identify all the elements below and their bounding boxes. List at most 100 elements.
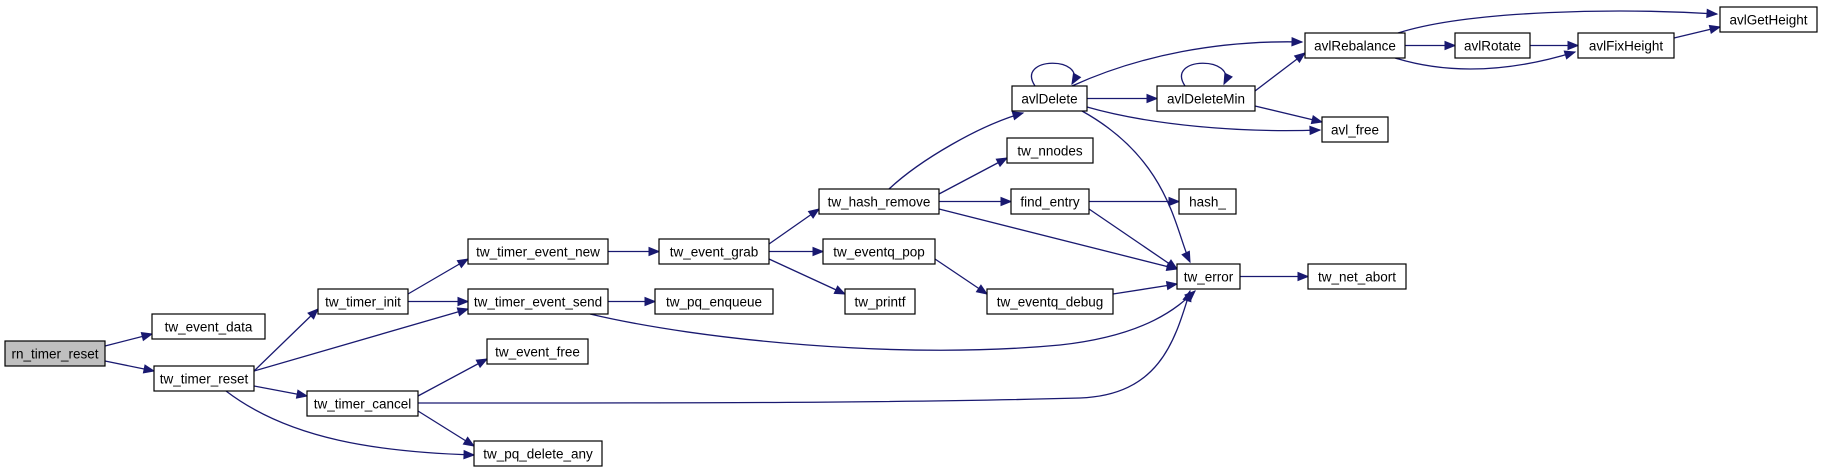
- node-tw_eventq_pop[interactable]: tw_eventq_pop: [822, 238, 936, 265]
- edge-tw_timer_event_new-to-tw_event_grab: [608, 246, 661, 257]
- node-box[interactable]: [818, 188, 940, 215]
- node-tw_eventq_debug[interactable]: tw_eventq_debug: [986, 288, 1114, 315]
- edge-tw_hash_remove-to-tw_error: [938, 208, 1179, 272]
- node-label[interactable]: avl_free: [1331, 123, 1379, 138]
- node-label[interactable]: tw_event_grab: [670, 245, 759, 260]
- node-label[interactable]: tw_nnodes: [1017, 144, 1083, 159]
- node-box[interactable]: [654, 288, 774, 315]
- node-label[interactable]: tw_timer_init: [325, 295, 401, 310]
- node-label[interactable]: tw_error: [1184, 270, 1234, 285]
- node-tw_pq_delete_any[interactable]: tw_pq_delete_any: [473, 440, 603, 467]
- node-label[interactable]: tw_timer_cancel: [314, 397, 412, 412]
- node-avlFixHeight[interactable]: avlFixHeight: [1577, 32, 1675, 59]
- edge-rn_timer_reset-to-tw_event_data: [104, 332, 154, 347]
- node-avlDeleteMin[interactable]: avlDeleteMin: [1156, 85, 1256, 112]
- node-label[interactable]: find_entry: [1020, 195, 1080, 210]
- node-box[interactable]: [1178, 188, 1237, 215]
- node-box[interactable]: [486, 338, 589, 365]
- edge-avlDeleteMin-to-avlRebalance: [1254, 52, 1307, 92]
- node-box[interactable]: [1577, 32, 1675, 59]
- node-tw_timer_event_new[interactable]: tw_timer_event_new: [467, 238, 609, 265]
- arrowhead-icon: [1184, 290, 1196, 302]
- node-avlGetHeight[interactable]: avlGetHeight: [1719, 6, 1818, 33]
- arrowhead-icon: [975, 284, 989, 295]
- arrowhead-icon: [1708, 24, 1722, 35]
- node-box[interactable]: [317, 288, 409, 315]
- node-tw_printf[interactable]: tw_printf: [844, 288, 916, 315]
- node-label[interactable]: tw_net_abort: [1318, 270, 1396, 285]
- node-box[interactable]: [658, 238, 770, 265]
- arrowhead-icon: [1071, 72, 1082, 86]
- call-edges: [104, 8, 1722, 460]
- node-box[interactable]: [1156, 85, 1256, 112]
- node-label[interactable]: tw_pq_enqueue: [666, 295, 762, 310]
- node-tw_nnodes[interactable]: tw_nnodes: [1006, 137, 1094, 164]
- node-box[interactable]: [4, 340, 106, 367]
- node-box[interactable]: [1006, 137, 1094, 164]
- node-box[interactable]: [1454, 32, 1531, 59]
- node-label[interactable]: rn_timer_reset: [11, 347, 98, 362]
- node-label[interactable]: tw_hash_remove: [828, 195, 931, 210]
- node-tw_pq_enqueue[interactable]: tw_pq_enqueue: [654, 288, 774, 315]
- node-label[interactable]: avlRebalance: [1314, 39, 1396, 54]
- node-label[interactable]: tw_eventq_pop: [833, 245, 925, 260]
- edge-tw_timer_event_send-to-tw_error: [589, 290, 1196, 351]
- node-label[interactable]: tw_timer_reset: [160, 372, 249, 387]
- node-label[interactable]: hash_: [1189, 195, 1226, 210]
- node-avlRotate[interactable]: avlRotate: [1454, 32, 1531, 59]
- node-label[interactable]: tw_printf: [854, 295, 905, 310]
- node-box[interactable]: [467, 238, 609, 265]
- node-label[interactable]: avlFixHeight: [1589, 39, 1664, 54]
- arrowhead-icon: [140, 332, 154, 342]
- node-tw_timer_init[interactable]: tw_timer_init: [317, 288, 409, 315]
- node-avlDelete[interactable]: avlDelete: [1011, 85, 1088, 112]
- node-tw_timer_cancel[interactable]: tw_timer_cancel: [306, 390, 419, 417]
- node-tw_timer_event_send[interactable]: tw_timer_event_send: [467, 288, 609, 315]
- node-box[interactable]: [306, 390, 419, 417]
- node-tw_error[interactable]: tw_error: [1176, 263, 1241, 290]
- node-label[interactable]: avlDelete: [1021, 92, 1077, 107]
- edge-tw_event_grab-to-tw_hash_remove: [768, 208, 821, 245]
- node-box[interactable]: [844, 288, 916, 315]
- arrowhead-icon: [475, 358, 489, 369]
- node-rn_timer_reset[interactable]: rn_timer_reset: [4, 340, 106, 367]
- edge-avlDelete-to-avl_free: [1086, 106, 1322, 136]
- edge-tw_timer_cancel-to-tw_event_free: [417, 358, 489, 397]
- node-tw_net_abort[interactable]: tw_net_abort: [1307, 263, 1407, 290]
- node-box[interactable]: [986, 288, 1114, 315]
- node-avl_free[interactable]: avl_free: [1321, 116, 1389, 143]
- node-label[interactable]: avlRotate: [1464, 39, 1521, 54]
- node-label[interactable]: tw_event_data: [165, 320, 253, 335]
- node-find_entry[interactable]: find_entry: [1010, 188, 1090, 215]
- node-box[interactable]: [822, 238, 936, 265]
- node-box[interactable]: [1010, 188, 1090, 215]
- node-tw_hash_remove[interactable]: tw_hash_remove: [818, 188, 940, 215]
- node-box[interactable]: [473, 440, 603, 467]
- node-box[interactable]: [1176, 263, 1241, 290]
- node-tw_event_grab[interactable]: tw_event_grab: [658, 238, 770, 265]
- node-box[interactable]: [467, 288, 609, 315]
- node-hash_[interactable]: hash_: [1178, 188, 1237, 215]
- node-label[interactable]: tw_event_free: [495, 345, 580, 360]
- node-tw_event_free[interactable]: tw_event_free: [486, 338, 589, 365]
- node-box[interactable]: [1307, 263, 1407, 290]
- node-box[interactable]: [1321, 116, 1389, 143]
- arrowhead-icon: [1011, 111, 1025, 121]
- node-box[interactable]: [1719, 6, 1818, 33]
- node-label[interactable]: tw_timer_event_send: [474, 295, 602, 310]
- edge-find_entry-to-hash_: [1089, 196, 1181, 207]
- node-label[interactable]: tw_eventq_debug: [997, 295, 1104, 310]
- node-box[interactable]: [1304, 32, 1406, 59]
- node-label[interactable]: tw_timer_event_new: [476, 245, 600, 260]
- node-box[interactable]: [1011, 85, 1088, 112]
- node-box[interactable]: [153, 365, 255, 392]
- node-tw_event_data[interactable]: tw_event_data: [151, 313, 266, 340]
- node-label[interactable]: tw_pq_delete_any: [483, 447, 593, 462]
- node-label[interactable]: avlDeleteMin: [1167, 92, 1245, 107]
- arrowhead-icon: [1706, 8, 1719, 19]
- edge-avlDelete-to-avlDeleteMin: [1087, 93, 1159, 104]
- node-tw_timer_reset[interactable]: tw_timer_reset: [153, 365, 255, 392]
- node-label[interactable]: avlGetHeight: [1729, 13, 1807, 28]
- node-box[interactable]: [151, 313, 266, 340]
- node-avlRebalance[interactable]: avlRebalance: [1304, 32, 1406, 59]
